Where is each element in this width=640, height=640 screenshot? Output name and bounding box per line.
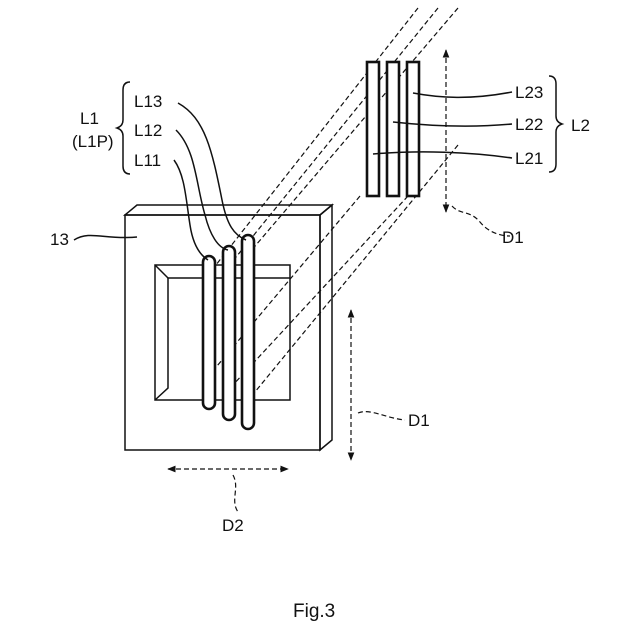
label-d1-mid: D1	[408, 411, 430, 430]
layer-l1-coils	[203, 235, 254, 429]
l1-bracket	[117, 82, 130, 174]
label-l11: L11	[134, 151, 161, 170]
strip-l23	[407, 62, 419, 196]
arrow-d2	[168, 469, 288, 512]
figure-caption: Fig.3	[293, 601, 335, 622]
label-d2: D2	[222, 516, 244, 535]
coil-l12	[223, 246, 235, 420]
arrow-d1-top	[446, 50, 510, 236]
label-l1: L1	[80, 109, 99, 128]
label-l12: L12	[134, 121, 162, 140]
label-l21: L21	[515, 149, 543, 168]
label-l1p: (L1P)	[72, 132, 114, 151]
layer-l2-strips	[367, 62, 419, 196]
arrow-d1-mid	[351, 310, 405, 460]
label-l23: L23	[515, 83, 543, 102]
l2-bracket	[549, 76, 562, 172]
label-l13: L13	[134, 92, 162, 111]
l1-leaders	[174, 103, 246, 260]
label-core-13: 13	[50, 230, 69, 249]
coil-l13	[242, 235, 254, 429]
strip-l22	[387, 62, 399, 196]
label-l22: L22	[515, 115, 543, 134]
label-l2: L2	[571, 116, 590, 135]
strip-l21	[367, 62, 379, 196]
core-leader	[74, 235, 137, 240]
coil-l11	[203, 256, 215, 409]
label-d1-top: D1	[502, 228, 524, 247]
